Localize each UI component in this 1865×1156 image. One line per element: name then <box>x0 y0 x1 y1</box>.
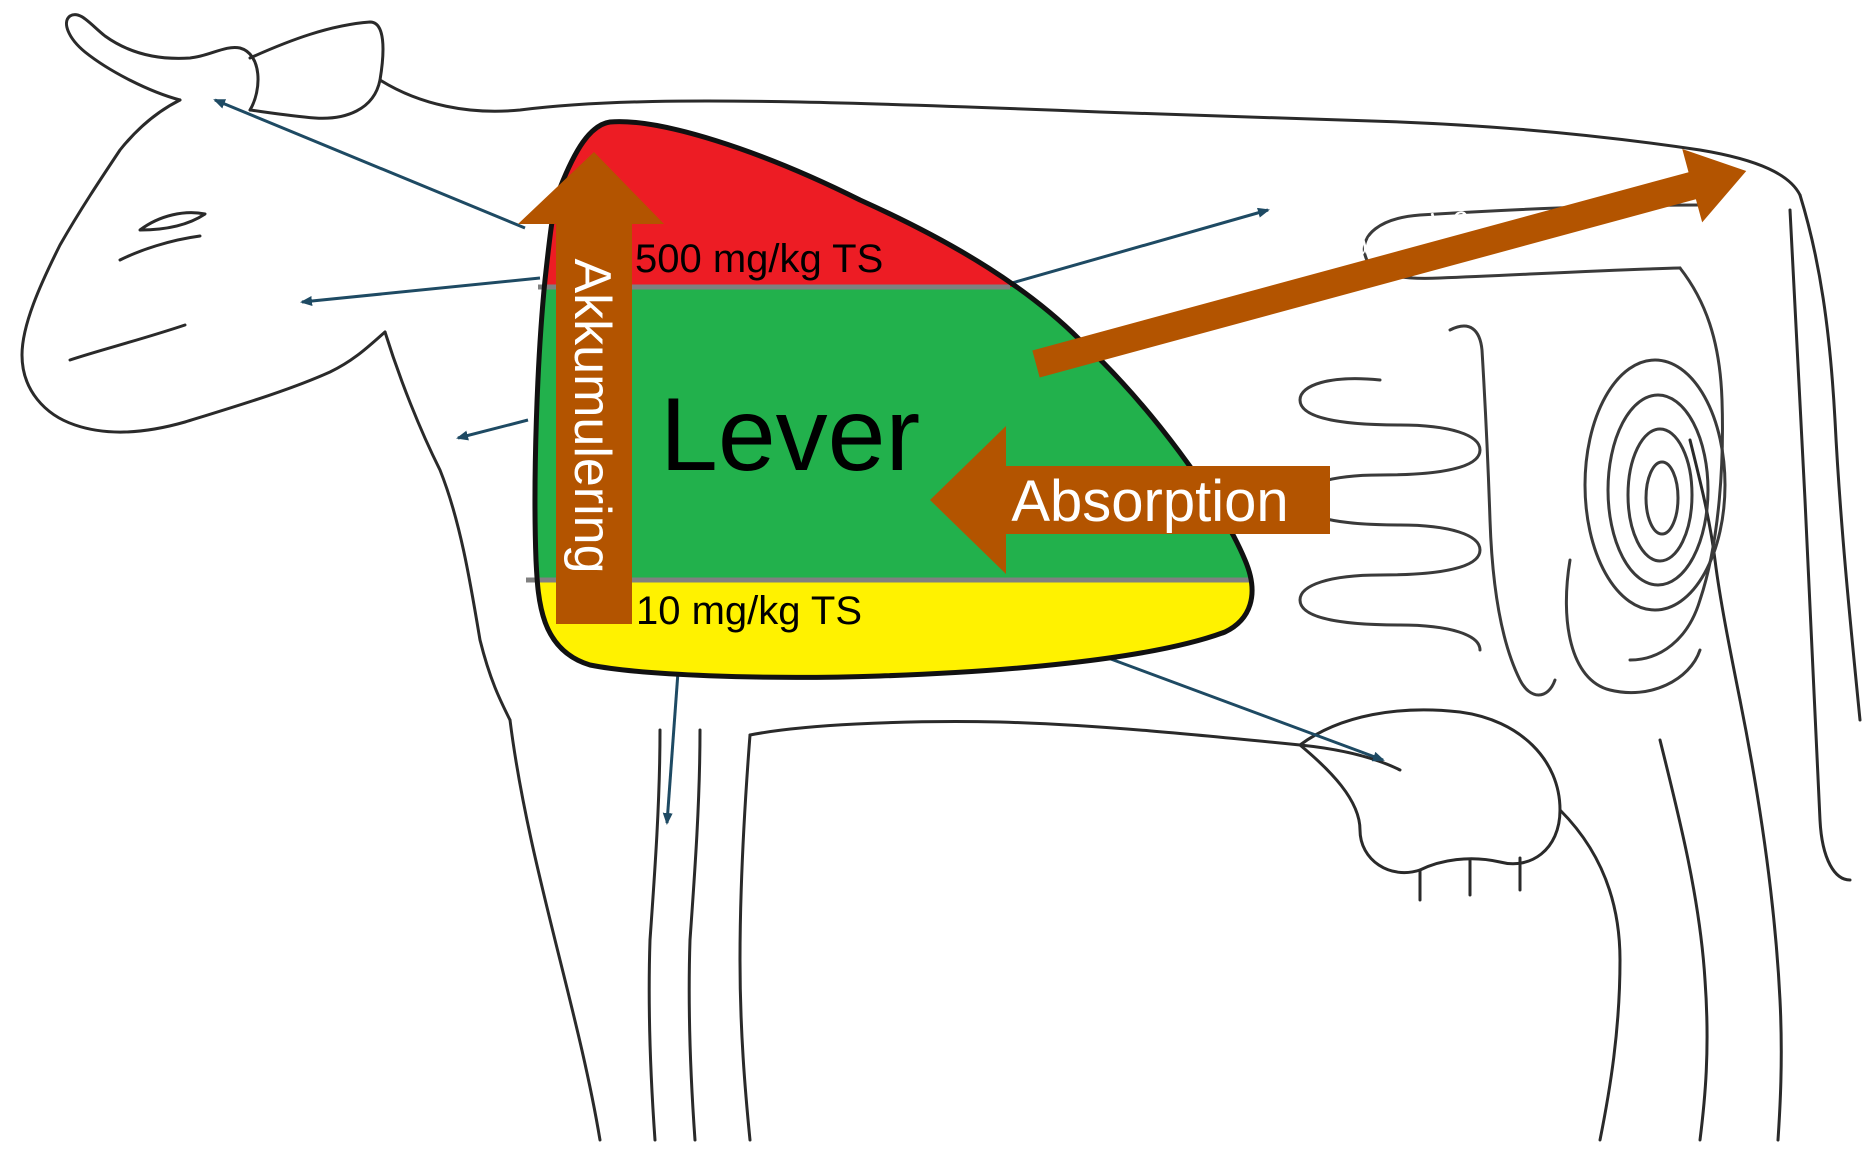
thin-arrow-icon-head <box>215 100 525 228</box>
cow-front-leg-4 <box>740 735 750 1140</box>
cow-horn <box>66 15 258 110</box>
cow-hind-leg-3 <box>1740 700 1781 1140</box>
cow-flank <box>1690 440 1740 700</box>
cow-chest <box>385 332 510 720</box>
cow-rump <box>1800 195 1860 720</box>
cow-head <box>22 100 385 432</box>
thin-arrow-icon-chest <box>458 420 528 438</box>
cow-muzzle <box>70 236 200 360</box>
cow-hind-leg-2 <box>1660 740 1707 1140</box>
cow-eye <box>140 213 205 230</box>
lower-threshold-label: 10 mg/kg TS <box>636 589 862 633</box>
thin-arrow-icon-back <box>1005 210 1268 285</box>
thin-arrow-icon-face <box>302 278 540 302</box>
thin-arrow-icon-leg <box>667 672 678 823</box>
accumulation-label: Akkumulering <box>563 258 621 573</box>
cow-ear <box>250 22 383 118</box>
organ-label: Lever <box>660 377 920 493</box>
cow-front-leg-3 <box>689 730 700 1140</box>
cow-hind-leg-1 <box>1560 810 1620 1140</box>
upper-threshold-label: 500 mg/kg TS <box>635 237 883 281</box>
absorption-label: Absorption <box>1011 469 1288 534</box>
cow-tail <box>1790 210 1850 880</box>
cow-front-leg-2 <box>649 730 660 1140</box>
cow-front-leg-1 <box>510 720 600 1140</box>
liver-low-zone <box>520 580 1280 700</box>
cow-udder <box>1300 710 1560 873</box>
thin-arrow-icon-udder <box>1100 655 1383 760</box>
